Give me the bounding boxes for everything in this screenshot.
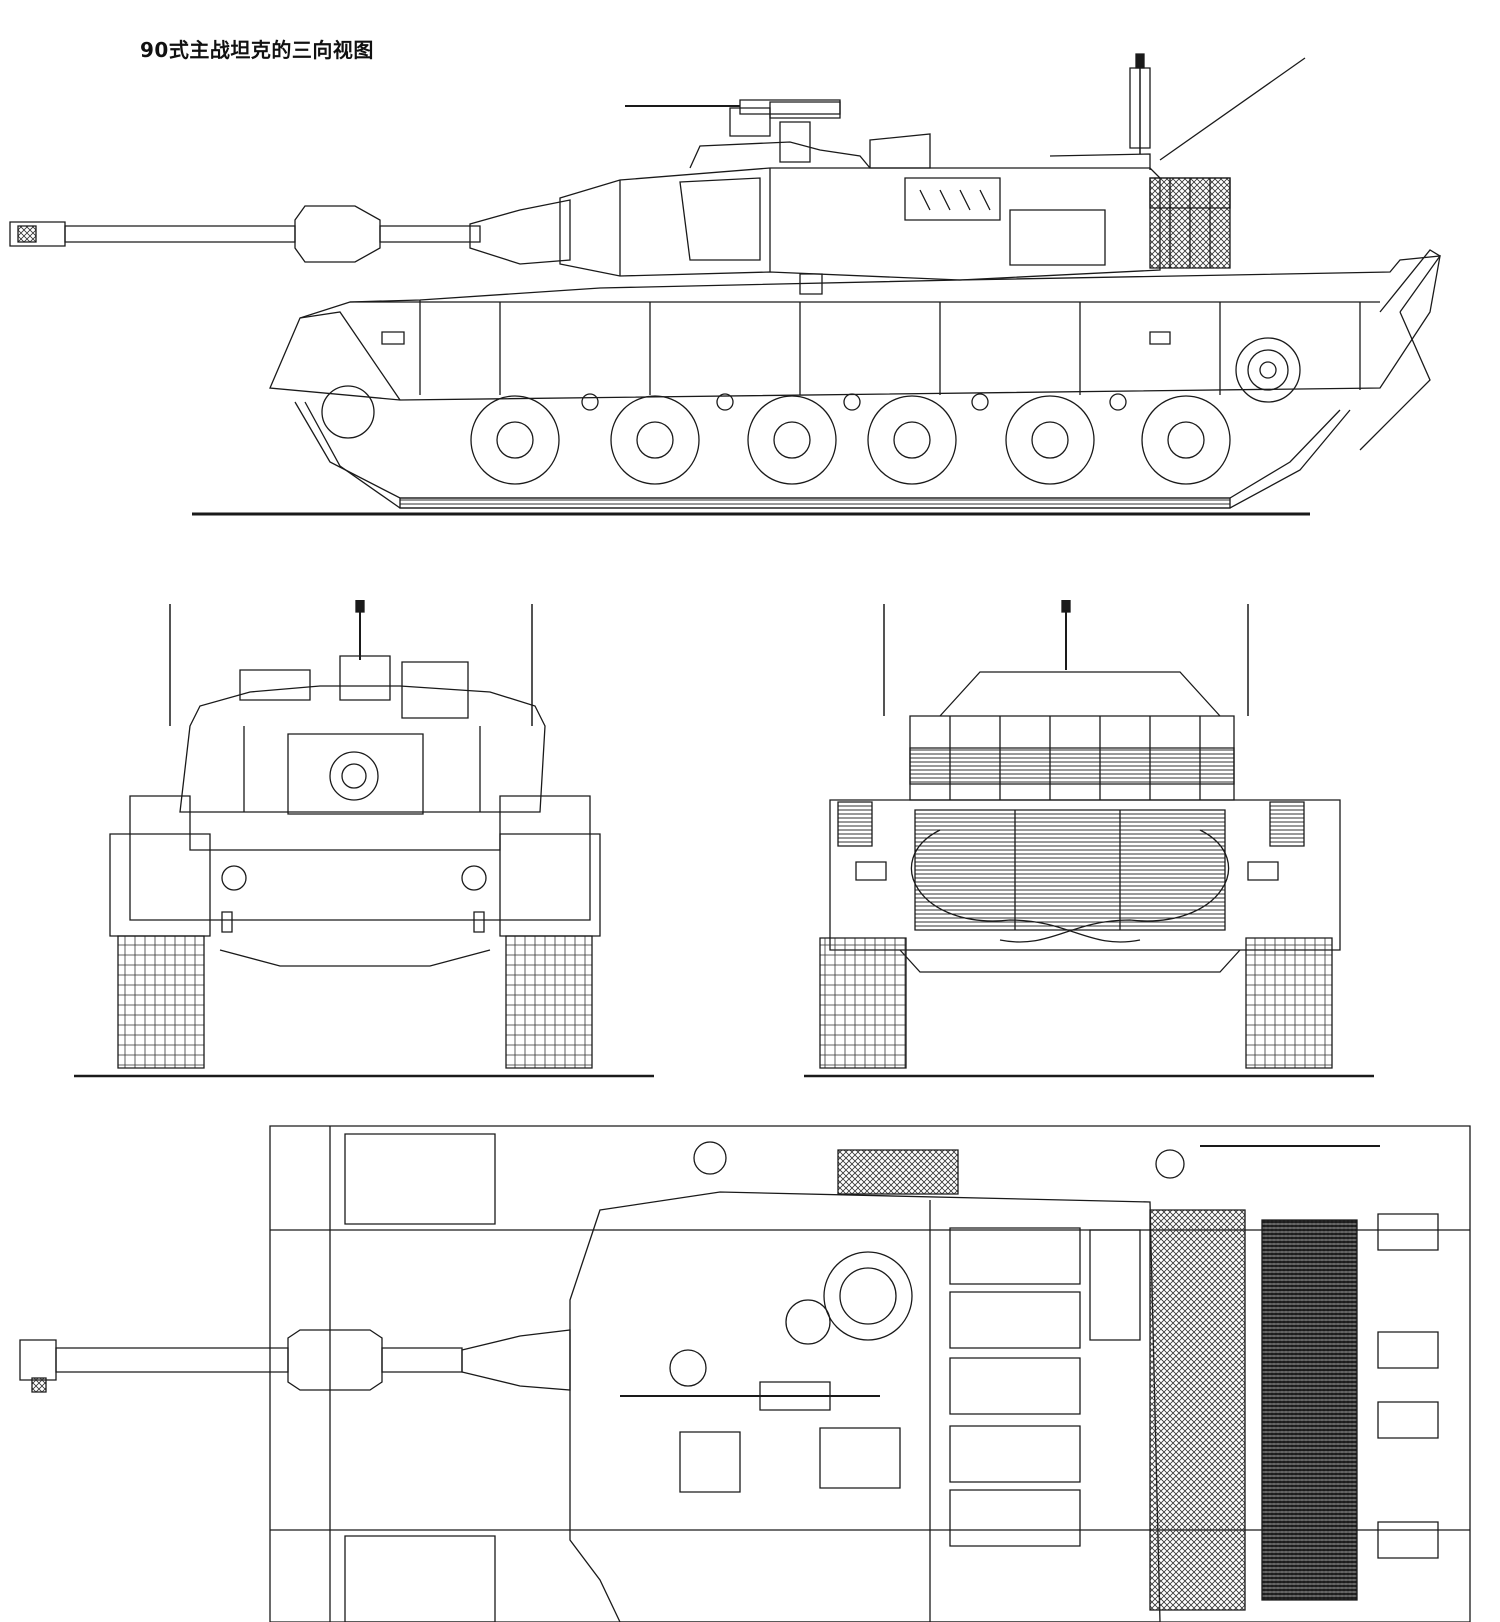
turret: [560, 54, 1305, 280]
top-view: [0, 1110, 1500, 1622]
hull: [270, 250, 1440, 450]
main-gun: [10, 200, 570, 264]
front-view: [70, 600, 660, 1090]
rear-view: [800, 600, 1380, 1090]
turret-top: [570, 1192, 1160, 1622]
running-gear: [295, 338, 1350, 508]
side-view: [0, 50, 1500, 520]
page-title: 90式主战坦克的三向视图: [140, 38, 374, 62]
